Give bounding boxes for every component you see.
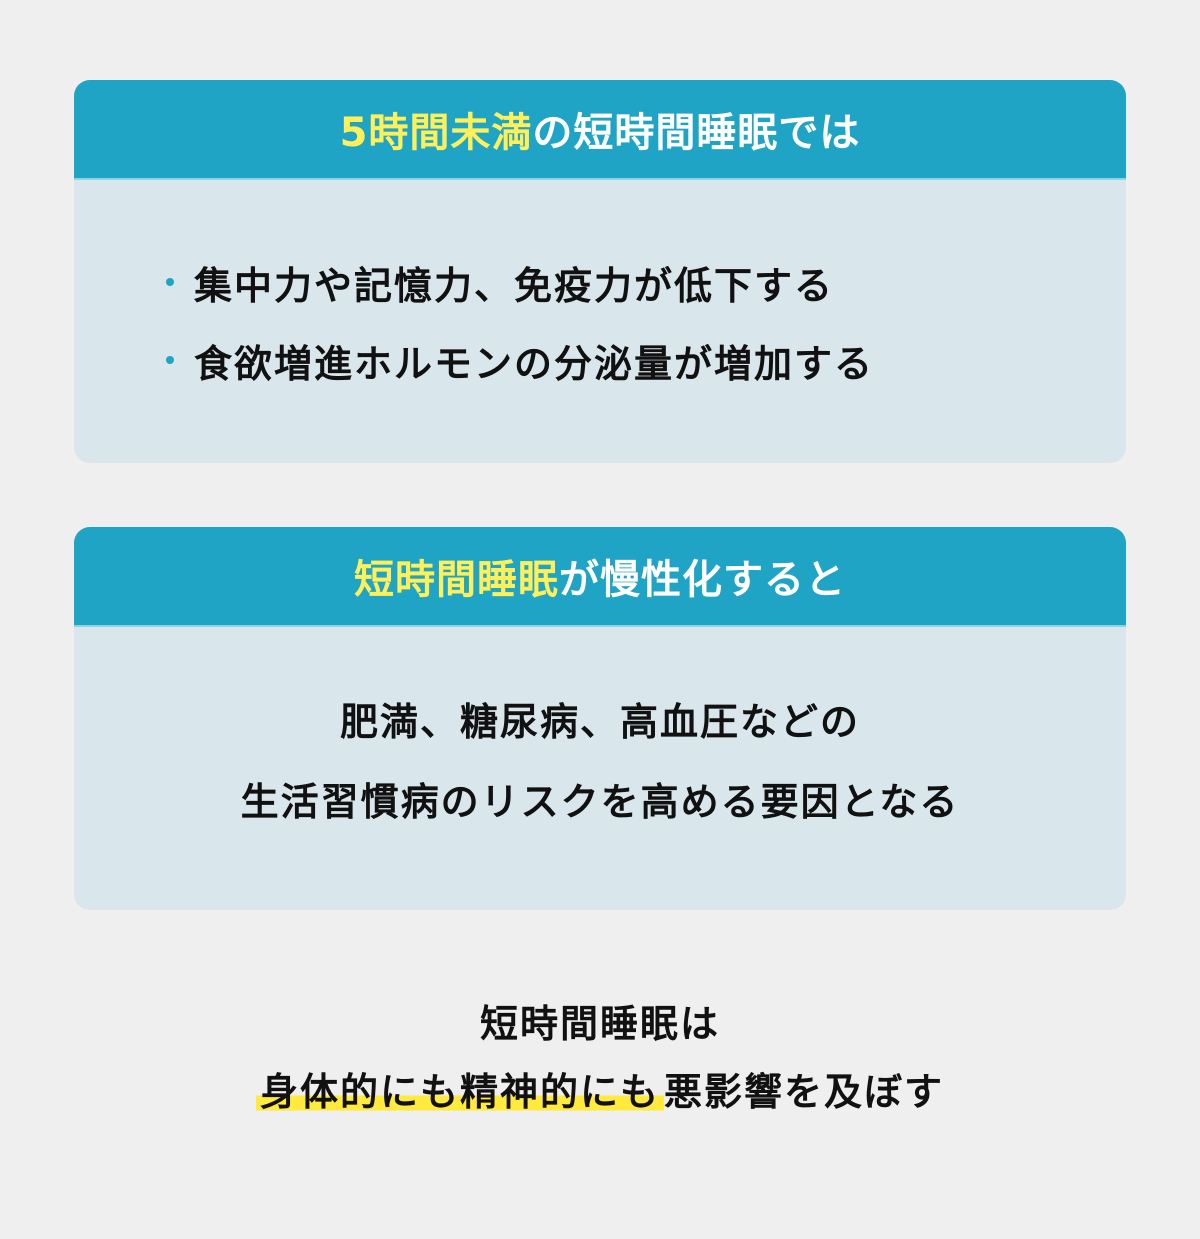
marker-highlight: 身体的にも精神的にも (255, 1070, 664, 1114)
chronic-short-sleep-card: 短時間睡眠が慢性化すると 肥満、糖尿病、高血圧などの 生活習慣病のリスクを高める… (74, 527, 1126, 910)
short-sleep-effects-card: 5時間未満の短時間睡眠では 集中力や記憶力、免疫力が低下する 食欲増進ホルモンの… (74, 80, 1126, 463)
bullet-dot-icon (166, 278, 174, 286)
list-item-text: 集中力や記憶力、免疫力が低下する (194, 263, 835, 308)
summary-line-1: 短時間睡眠は (479, 1002, 720, 1046)
effects-list: 集中力や記憶力、免疫力が低下する 食欲増進ホルモンの分泌量が増加する (166, 243, 874, 399)
summary-line-2: 身体的にも精神的にも悪影響を及ぼす (0, 1058, 1200, 1126)
summary-text: 短時間睡眠は 身体的にも精神的にも悪影響を及ぼす (0, 990, 1200, 1126)
list-item-text: 食欲増進ホルモンの分泌量が増加する (194, 341, 875, 386)
title-rest: が慢性化すると (559, 557, 846, 603)
title-highlight: 5時間未満 (339, 110, 533, 156)
title-rest: の短時間睡眠では (532, 110, 861, 156)
body-line-1: 肥満、糖尿病、高血圧などの (339, 700, 860, 744)
list-item: 集中力や記憶力、免疫力が低下する (166, 243, 874, 321)
body-line-2: 生活習慣病のリスクを高める要因となる (240, 780, 960, 824)
card-header: 短時間睡眠が慢性化すると (74, 527, 1126, 627)
list-item: 食欲増進ホルモンの分泌量が増加する (166, 321, 874, 399)
card-body-text: 肥満、糖尿病、高血圧などの 生活習慣病のリスクを高める要因となる (74, 682, 1126, 842)
card-header: 5時間未満の短時間睡眠では (74, 80, 1126, 180)
summary-line-2-rest: 悪影響を及ぼす (664, 1070, 945, 1114)
bullet-dot-icon (166, 356, 174, 364)
title-highlight: 短時間睡眠 (354, 557, 559, 603)
